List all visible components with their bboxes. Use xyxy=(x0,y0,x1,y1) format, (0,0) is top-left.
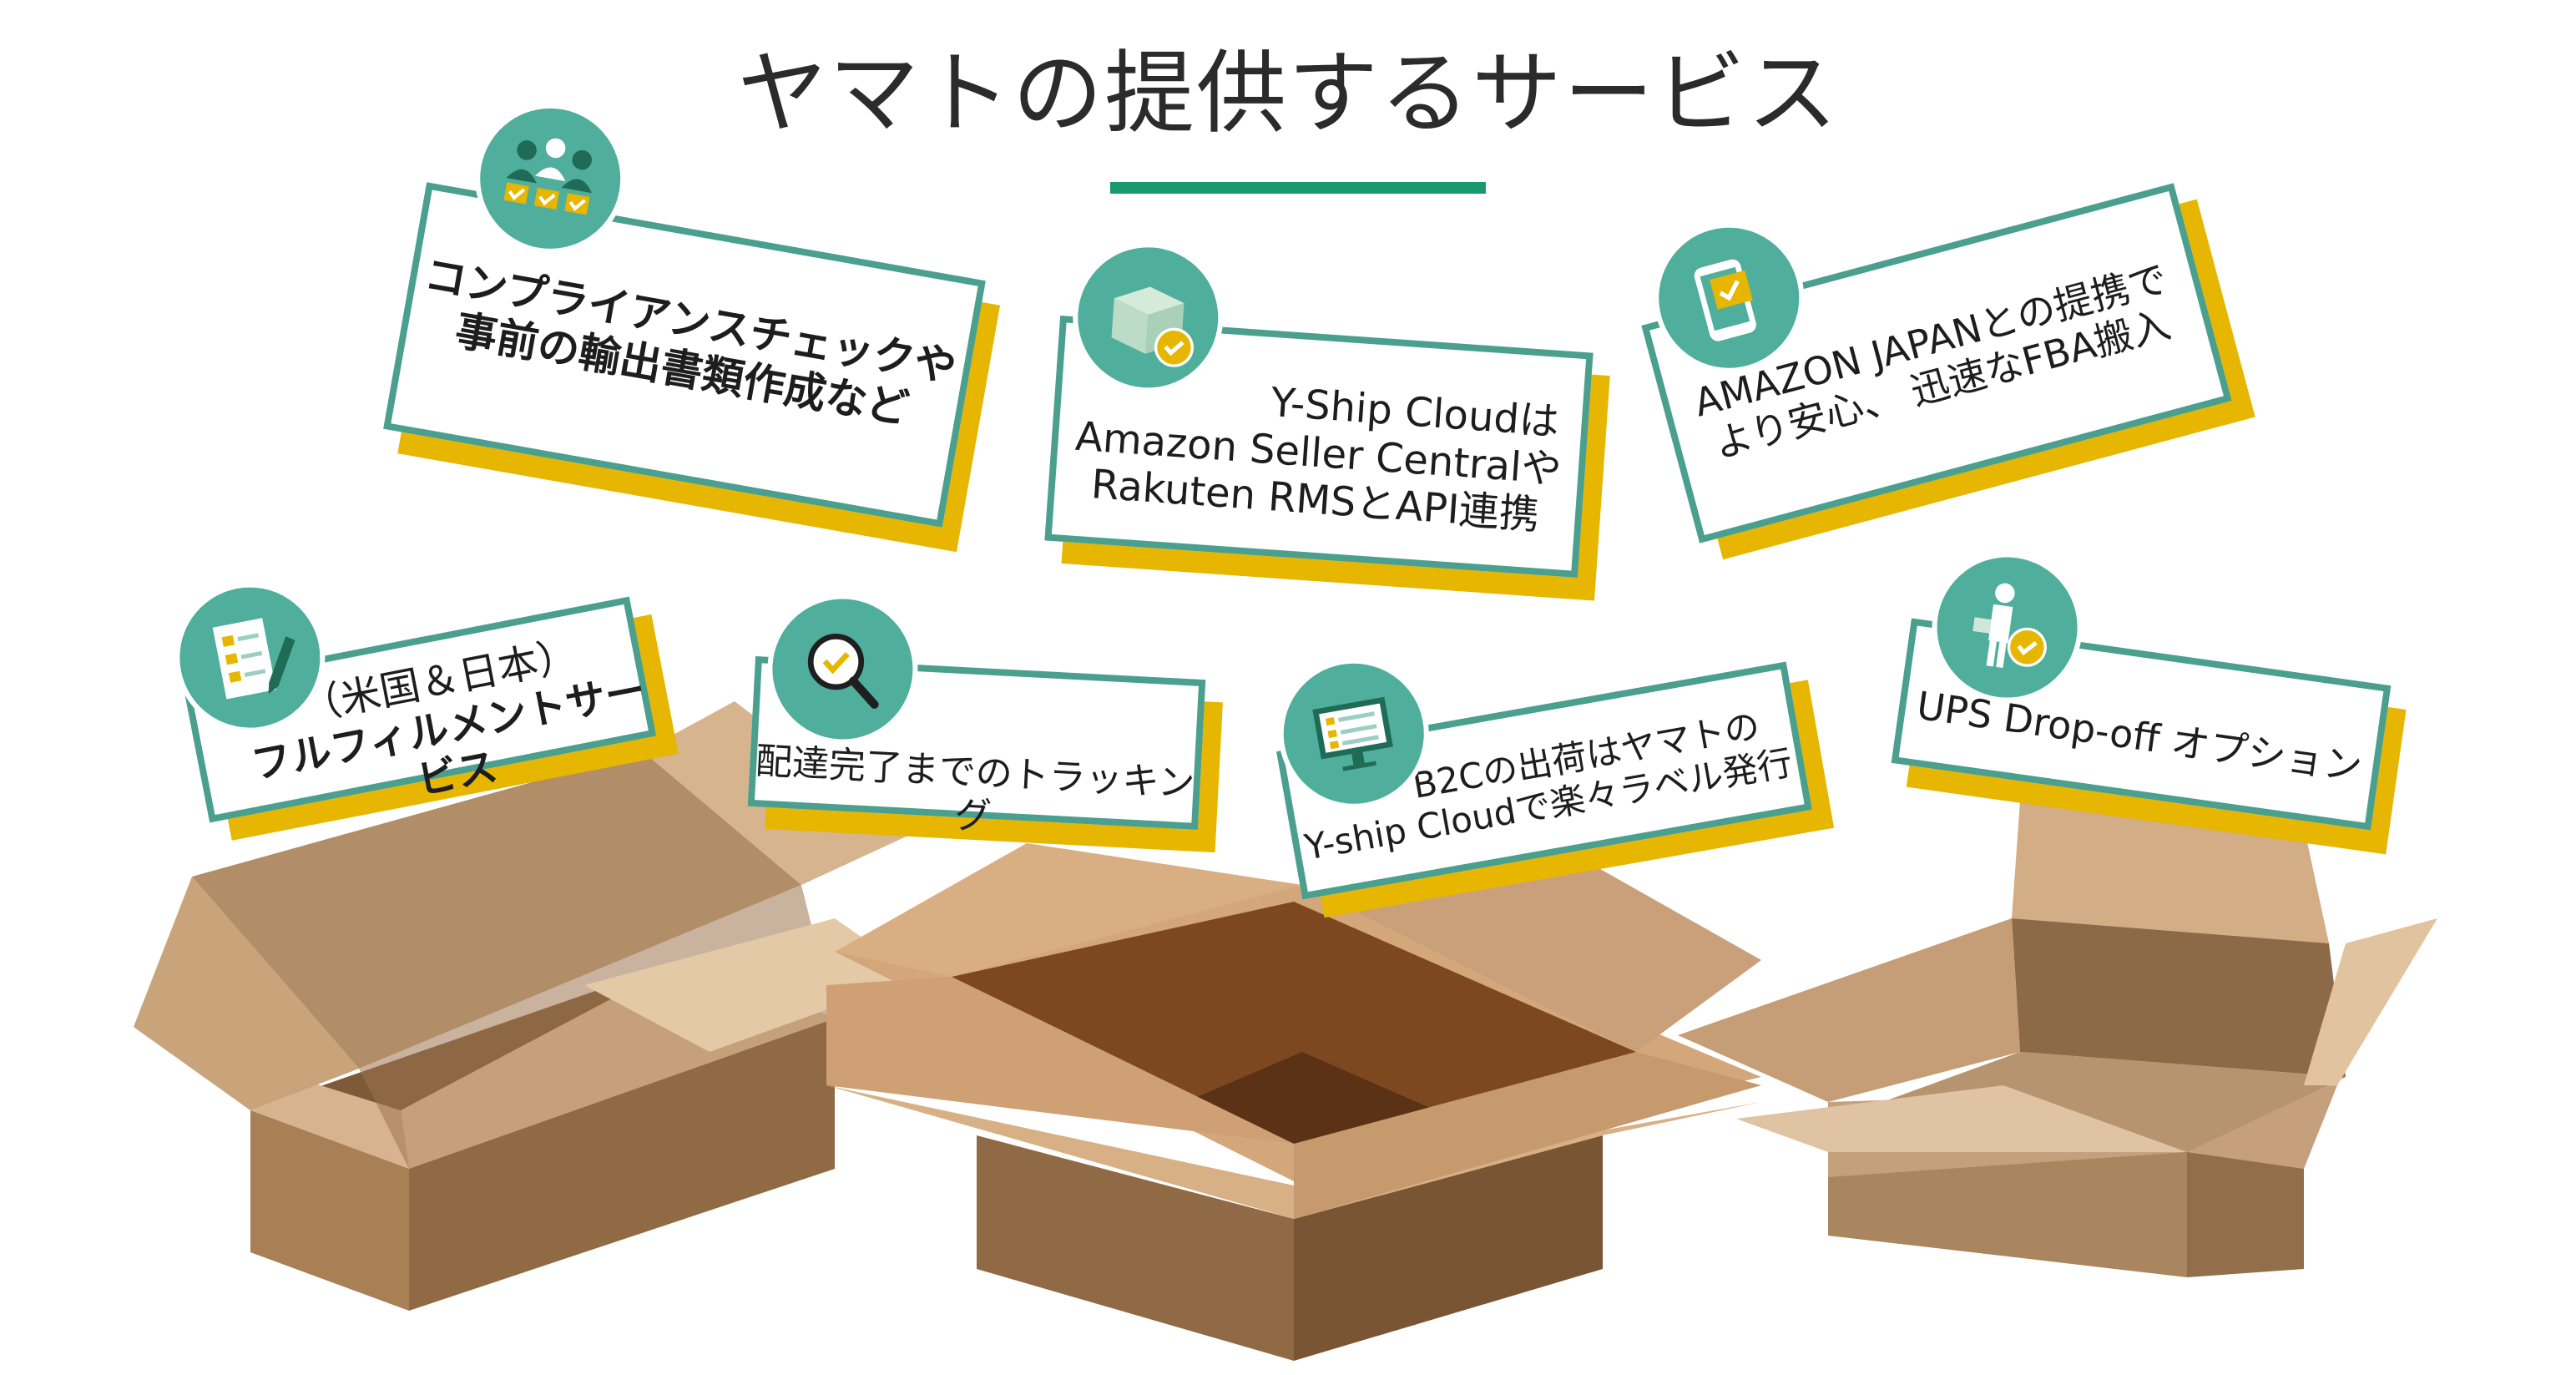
service-card-fba: AMAZON JAPANとの提携で より安心、 迅速なFBA搬入 xyxy=(1637,183,2255,560)
person-dropoff-icon xyxy=(1922,542,2093,713)
page-title: ヤマトの提供するサービス xyxy=(736,42,1839,146)
service-card-ups-dropoff: UPS Drop-off オプション xyxy=(1891,542,2407,855)
title-underline xyxy=(1110,182,1486,194)
center-box xyxy=(826,843,1761,1361)
package-check-icon xyxy=(1068,237,1229,398)
checklist-pen-icon xyxy=(161,569,338,746)
left-box xyxy=(134,701,918,1311)
compliance-people-check-icon xyxy=(462,91,638,266)
service-card-b2c-label: B2Cの出荷はヤマトの Y-ship Cloudで楽々ラベル発行 xyxy=(1266,646,1835,918)
service-card-compliance: コンプライアンスチェックや 事前の輸出書類作成など xyxy=(383,91,1001,553)
magnifier-check-icon xyxy=(763,589,922,749)
service-card-api: Y-Ship Cloudは Amazon Seller Centralや Rak… xyxy=(1044,237,1610,601)
phone-check-icon xyxy=(1637,205,1821,390)
right-box xyxy=(1678,801,2437,1277)
service-card-fulfillment: （米国＆日本） フルフィルメントサービス xyxy=(161,569,679,841)
monitor-checklist-icon xyxy=(1266,646,1442,821)
service-card-tracking: 配達完了までのトラッキング xyxy=(747,589,1223,853)
